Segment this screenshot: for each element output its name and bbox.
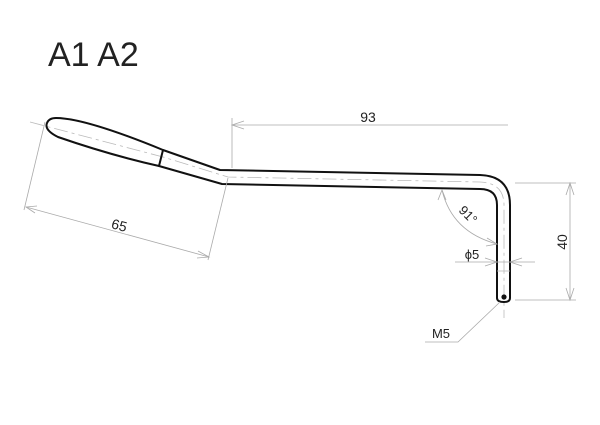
thread-leader (425, 301, 501, 343)
extension-line (23, 121, 46, 211)
arrow (437, 188, 499, 247)
centerline (29, 121, 505, 318)
angle-arc (441, 189, 498, 245)
arm-rod (158, 149, 511, 303)
dimension-40-label: 40 (554, 234, 570, 250)
arm-handle (45, 117, 164, 167)
arrow (24, 205, 211, 259)
arrow (565, 181, 575, 302)
diameter-label: ϕ5 (465, 247, 480, 262)
extension-line (207, 177, 229, 261)
dimension-65-label: 65 (110, 215, 129, 235)
dimension-93-label: 93 (360, 109, 376, 125)
thread-hole (501, 294, 507, 300)
drawing-title: A1 A2 (48, 36, 139, 74)
arrow (230, 120, 245, 130)
dimension-line-65 (25, 206, 210, 258)
arrow (484, 257, 523, 267)
thread-label: M5 (432, 326, 450, 341)
